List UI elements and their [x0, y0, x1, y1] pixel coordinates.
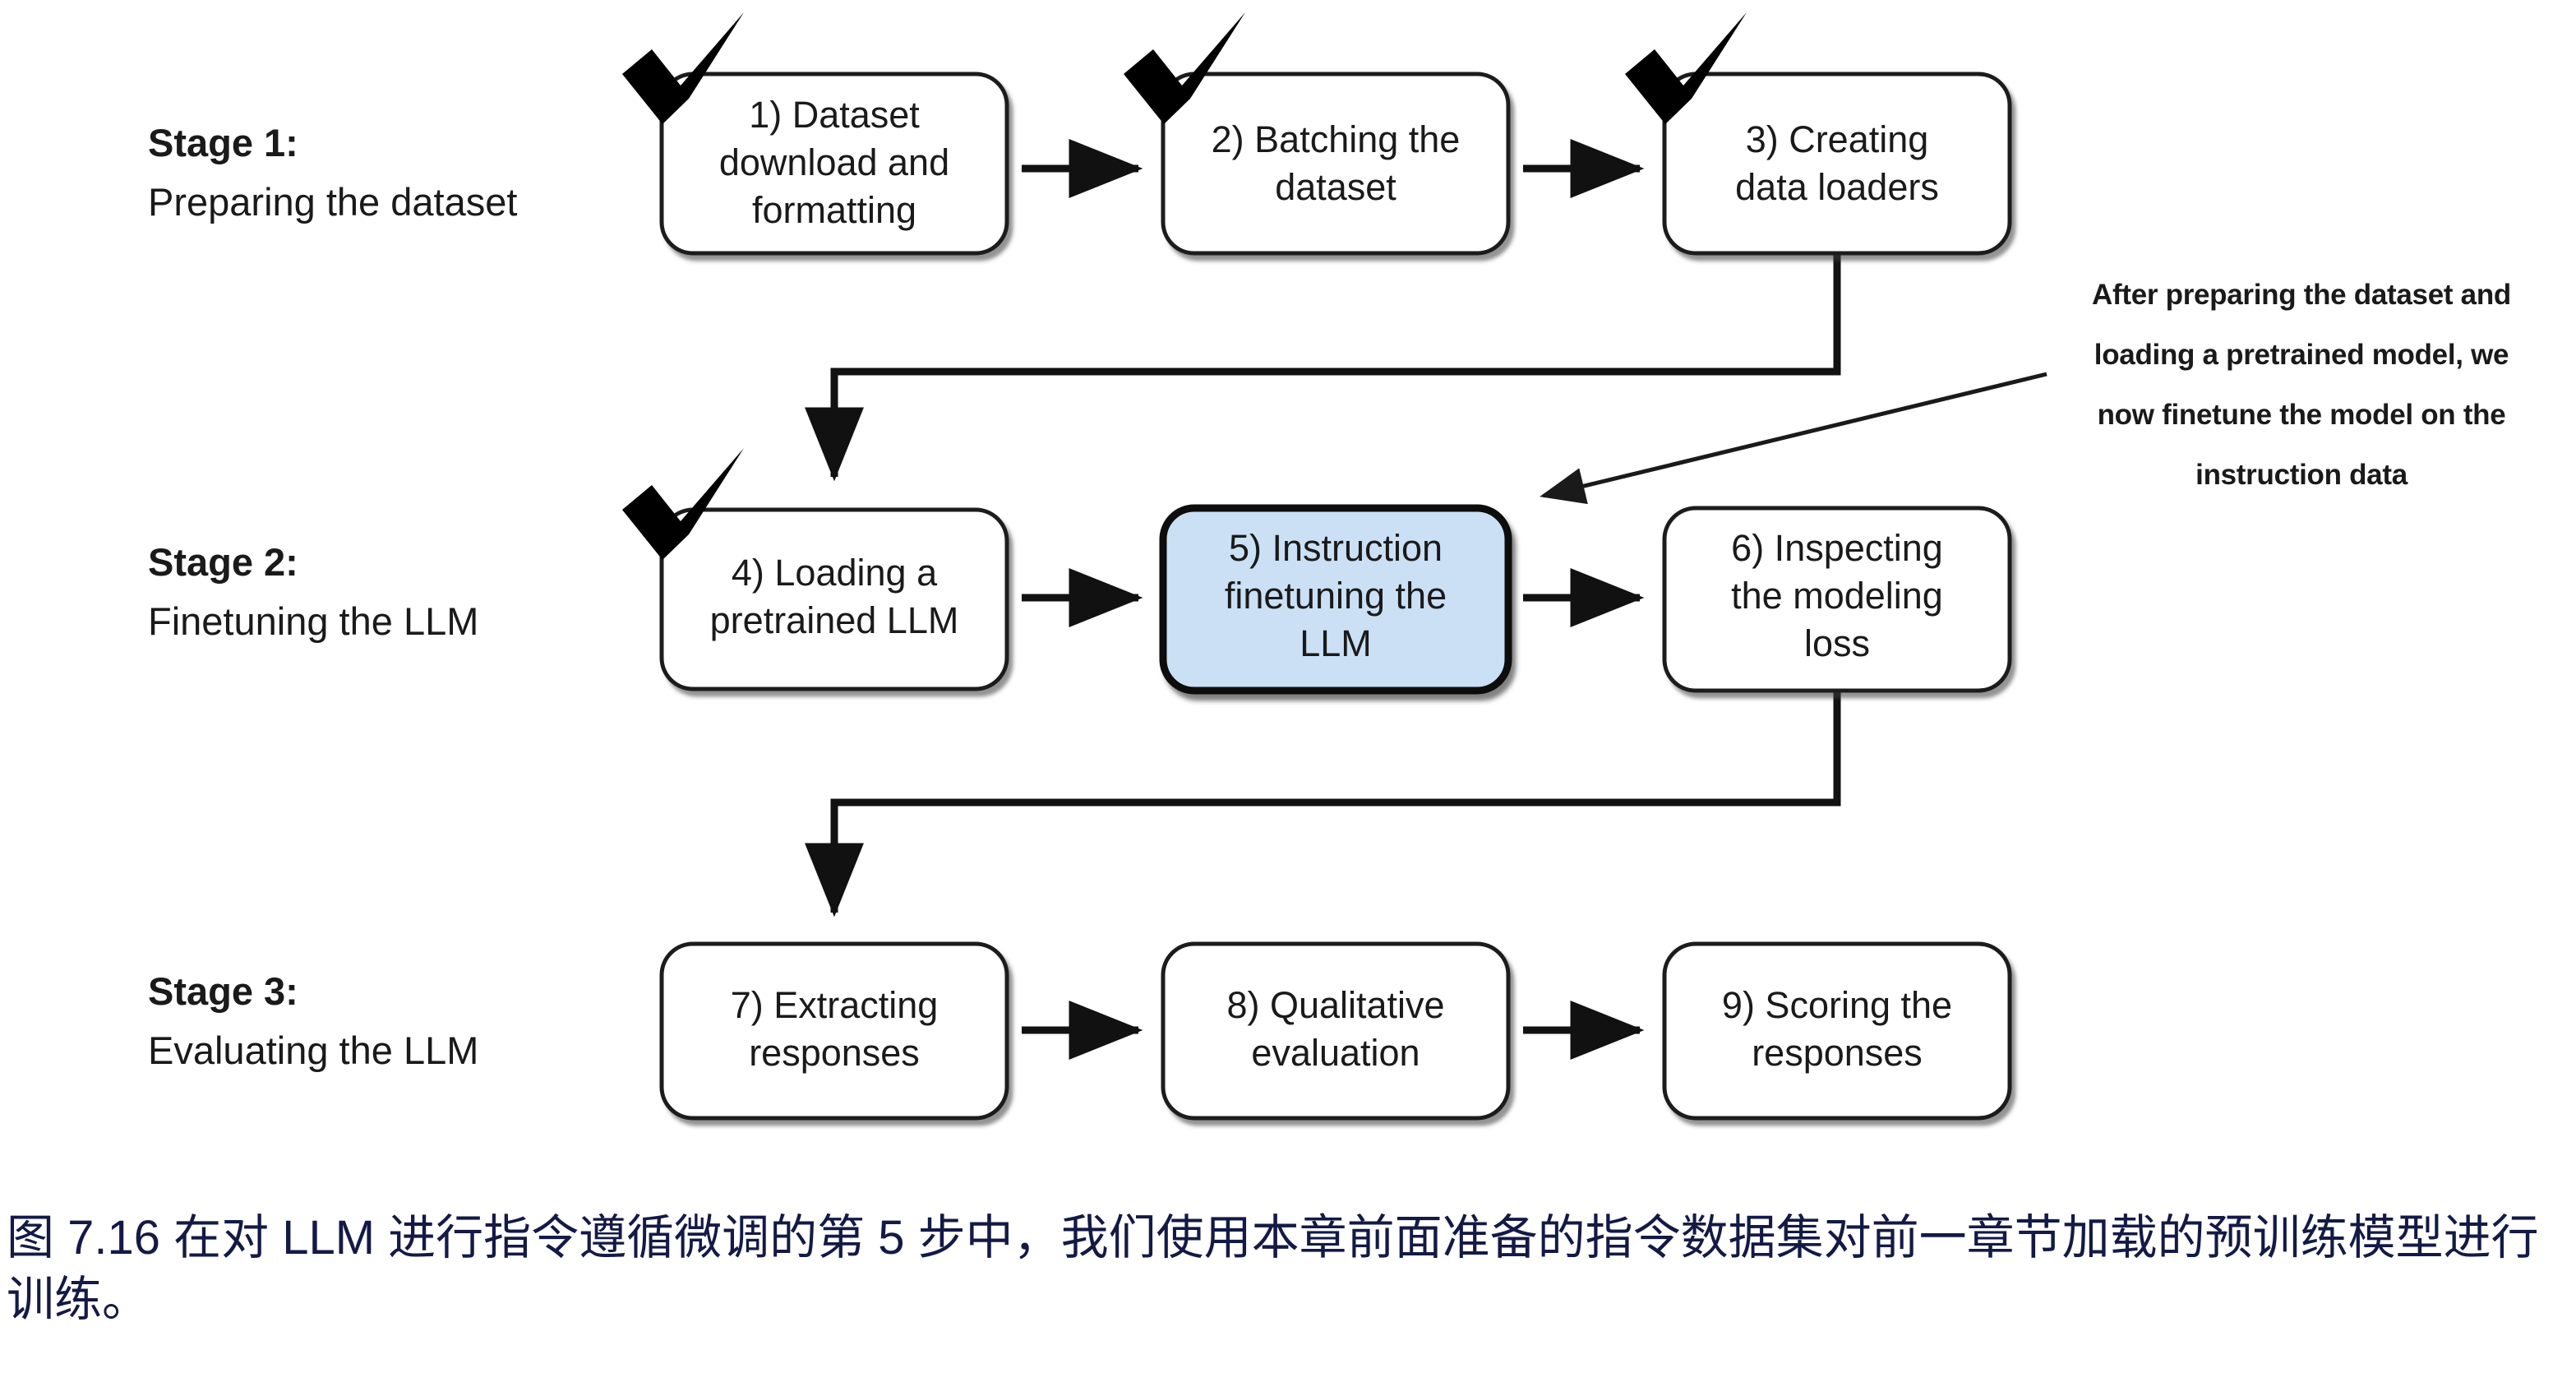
- node-8[interactable]: 8) Qualitative evaluation: [1161, 941, 1511, 1121]
- node-8-box[interactable]: [1161, 941, 1511, 1121]
- annotation-arrow: [1540, 372, 2047, 505]
- stage-label-2: Stage 2: Finetuning the LLM: [148, 540, 478, 643]
- connector-3-to-4: [805, 252, 1841, 482]
- node-3-box[interactable]: [1662, 72, 2012, 256]
- node-9-line-1: 9) Scoring the: [1722, 984, 1952, 1026]
- check-icon: [622, 448, 744, 560]
- stage-3-title: Stage 3:: [148, 969, 298, 1013]
- node-6[interactable]: 6) Inspecting the modeling loss: [1662, 506, 2012, 693]
- node-6-box[interactable]: [1662, 506, 2012, 693]
- node-9-line-2: responses: [1752, 1032, 1923, 1074]
- node-5-line-1: 5) Instruction: [1229, 527, 1443, 569]
- node-1-line-1: 1) Dataset: [749, 94, 920, 136]
- stage-2-title: Stage 2:: [148, 540, 298, 584]
- node-2[interactable]: 2) Batching the dataset: [1124, 12, 1511, 256]
- node-5-line-3: LLM: [1300, 622, 1372, 664]
- stage-1-title: Stage 1:: [148, 121, 298, 164]
- node-5-line-2: finetuning the: [1225, 575, 1447, 617]
- node-3-line-1: 3) Creating: [1746, 118, 1929, 160]
- node-7-line-2: responses: [749, 1032, 920, 1074]
- figure-caption: 图 7.16 在对 LLM 进行指令遵循微调的第 5 步中，我们使用本章前面准备…: [7, 1211, 2539, 1327]
- connector-6-to-7: [805, 691, 1841, 918]
- stage-label-3: Stage 3: Evaluating the LLM: [148, 969, 478, 1072]
- check-icon: [1124, 12, 1245, 124]
- node-1-line-3: formatting: [752, 189, 916, 231]
- node-4-line-1: 4) Loading a: [732, 552, 938, 594]
- node-2-box[interactable]: [1161, 72, 1511, 256]
- stage-3-subtitle: Evaluating the LLM: [148, 1029, 478, 1072]
- node-3-line-2: data loaders: [1735, 166, 1939, 208]
- node-1-box[interactable]: [659, 72, 1009, 256]
- node-4[interactable]: 4) Loading a pretrained LLM: [622, 448, 1009, 691]
- annotation-line-2: loading a pretrained model, we: [2094, 339, 2509, 371]
- node-2-line-1: 2) Batching the: [1212, 118, 1461, 160]
- check-icon: [1625, 12, 1747, 124]
- annotation-callout: After preparing the dataset and loading …: [2092, 279, 2511, 491]
- stage-2-subtitle: Finetuning the LLM: [148, 599, 478, 643]
- node-7[interactable]: 7) Extracting responses: [659, 941, 1009, 1121]
- node-3[interactable]: 3) Creating data loaders: [1625, 12, 2012, 256]
- annotation-line-1: After preparing the dataset and: [2092, 279, 2511, 311]
- flowchart-canvas: Stage 1: Preparing the dataset Stage 2: …: [148, 12, 2511, 1121]
- node-6-line-3: loss: [1804, 622, 1870, 664]
- node-9-box[interactable]: [1662, 941, 2012, 1121]
- stage-label-1: Stage 1: Preparing the dataset: [148, 121, 517, 224]
- check-icon: [622, 12, 744, 124]
- node-6-line-1: 6) Inspecting: [1731, 527, 1943, 569]
- annotation-line-4: instruction data: [2195, 459, 2408, 491]
- node-7-box[interactable]: [659, 941, 1009, 1121]
- node-6-line-2: the modeling: [1731, 575, 1943, 617]
- node-9[interactable]: 9) Scoring the responses: [1662, 941, 2012, 1121]
- node-7-line-1: 7) Extracting: [731, 984, 939, 1026]
- node-2-line-2: dataset: [1275, 166, 1396, 208]
- stage-1-subtitle: Preparing the dataset: [148, 180, 517, 224]
- node-8-line-2: evaluation: [1251, 1032, 1420, 1074]
- node-5[interactable]: 5) Instruction finetuning the LLM: [1159, 504, 1512, 695]
- annotation-line-3: now finetune the model on the: [2098, 399, 2506, 431]
- node-5-box[interactable]: [1159, 504, 1512, 695]
- node-4-box[interactable]: [659, 507, 1009, 691]
- node-1-line-2: download and: [719, 141, 949, 183]
- node-1[interactable]: 1) Dataset download and formatting: [622, 12, 1009, 256]
- node-8-line-1: 8) Qualitative: [1226, 984, 1444, 1026]
- node-4-line-2: pretrained LLM: [710, 599, 959, 641]
